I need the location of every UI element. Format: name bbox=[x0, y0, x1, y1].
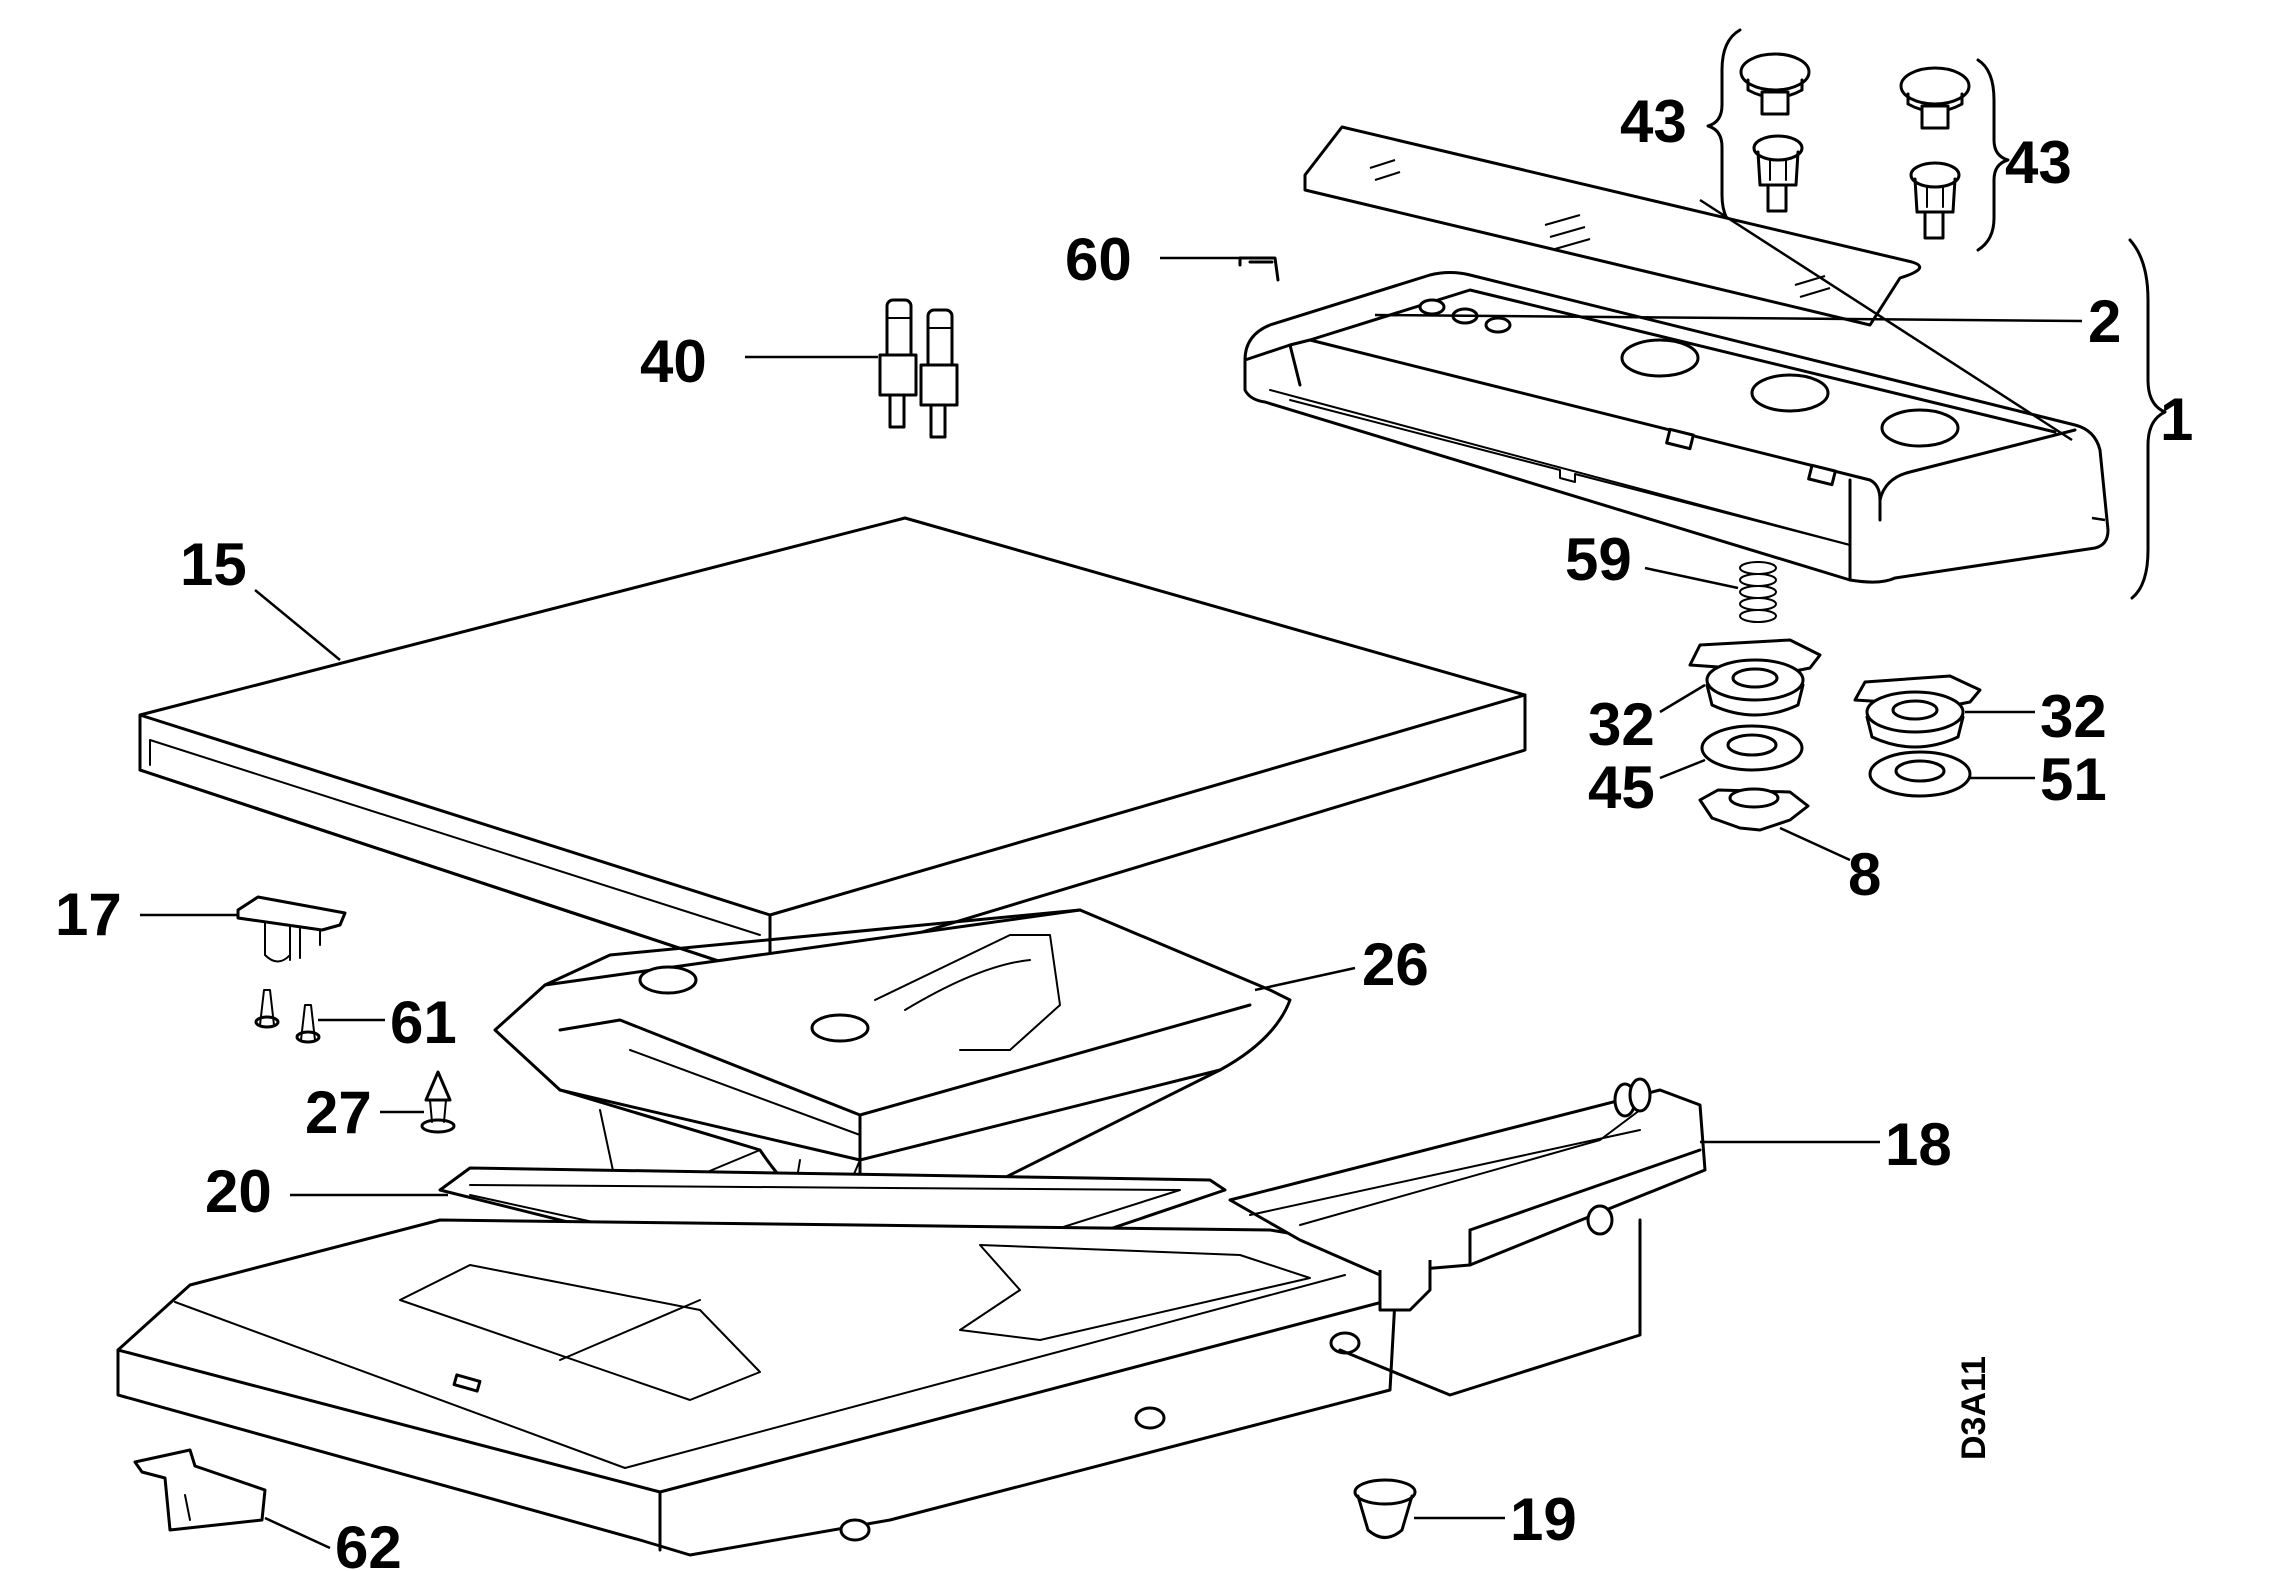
part-40-switches bbox=[878, 298, 959, 439]
leader-lines bbox=[140, 198, 2106, 1550]
part-51-washer bbox=[1868, 750, 1972, 798]
label-27: 27 bbox=[305, 1079, 372, 1146]
brace-43-right bbox=[1976, 58, 2010, 252]
part-19-plug bbox=[1353, 1478, 1417, 1539]
part-32-bearing-right bbox=[1853, 674, 1982, 749]
part-43-knob-bottom-right bbox=[1909, 161, 1961, 240]
label-60: 60 bbox=[1065, 226, 1132, 293]
label-43-left: 43 bbox=[1620, 88, 1687, 155]
label-61: 61 bbox=[390, 989, 457, 1056]
part-45-washer bbox=[1700, 724, 1804, 772]
part-43-knob-top-right bbox=[1899, 66, 1971, 130]
brace-1 bbox=[2128, 238, 2167, 600]
drawing-code: D3A11 bbox=[1955, 1356, 1993, 1460]
base-top-panel bbox=[116, 1218, 1397, 1557]
part-43-knob-top-left bbox=[1739, 52, 1811, 116]
part-1-control-console bbox=[1243, 271, 2110, 584]
part-59-spring bbox=[1739, 561, 1777, 623]
label-17: 17 bbox=[55, 881, 122, 948]
part-62-clip bbox=[133, 1448, 267, 1532]
label-1: 1 bbox=[2160, 386, 2193, 453]
brace-43-left bbox=[1706, 28, 1742, 234]
label-51: 51 bbox=[2040, 746, 2107, 813]
label-45: 45 bbox=[1588, 754, 1655, 821]
label-20: 20 bbox=[205, 1158, 272, 1225]
label-32-right: 32 bbox=[2040, 683, 2107, 750]
part-61-screws bbox=[254, 989, 321, 1044]
part-17-hinge bbox=[236, 895, 347, 963]
part-32-bearing-left bbox=[1688, 638, 1822, 717]
part-27-plug bbox=[420, 1070, 456, 1134]
part-18-valve-block bbox=[1228, 1077, 1707, 1397]
part-15-lid bbox=[138, 516, 1527, 980]
label-62: 62 bbox=[335, 1514, 402, 1571]
label-15: 15 bbox=[180, 531, 247, 598]
part-2-panel-strip bbox=[1303, 125, 1922, 327]
label-8: 8 bbox=[1848, 841, 1881, 908]
label-18: 18 bbox=[1885, 1111, 1952, 1178]
label-59: 59 bbox=[1565, 526, 1632, 593]
label-32-left: 32 bbox=[1588, 691, 1655, 758]
label-26: 26 bbox=[1362, 931, 1429, 998]
label-2: 2 bbox=[2088, 288, 2121, 355]
part-60-clip bbox=[1238, 256, 1280, 282]
label-43-right: 43 bbox=[2005, 129, 2072, 196]
label-40: 40 bbox=[640, 328, 707, 395]
part-43-knob-bottom-left bbox=[1752, 134, 1804, 213]
part-8-bracket bbox=[1698, 787, 1810, 832]
label-19: 19 bbox=[1510, 1486, 1577, 1553]
